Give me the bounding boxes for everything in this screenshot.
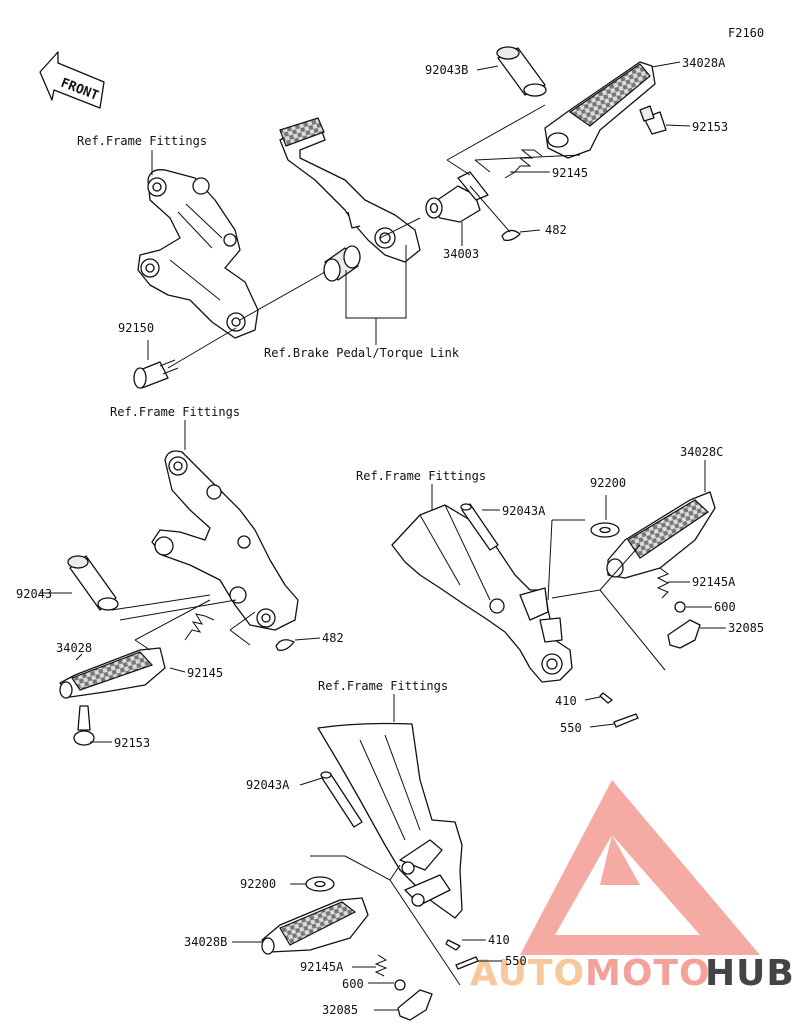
pin-92043A-right bbox=[460, 503, 499, 551]
callout-92150: 92150 bbox=[118, 321, 154, 335]
footpeg-34028 bbox=[59, 647, 166, 699]
ball-600-right bbox=[674, 601, 686, 613]
pin-92043 bbox=[67, 555, 119, 611]
callout-34003: 34003 bbox=[443, 247, 479, 261]
top-assembly: Ref.Brake Pedal/Torque Link Ref.Frame Fi… bbox=[77, 46, 728, 389]
frame-bracket-mid bbox=[151, 450, 299, 631]
callout-410-bottom: 410 bbox=[488, 933, 510, 947]
frame-bracket-top bbox=[137, 169, 259, 339]
pin-550-right bbox=[613, 713, 639, 728]
spring-92145-mid bbox=[184, 613, 215, 641]
callout-92145-top: 92145 bbox=[552, 166, 588, 180]
callout-92153-top: 92153 bbox=[692, 120, 728, 134]
callout-482-top: 482 bbox=[545, 223, 567, 237]
spring-92145-top bbox=[504, 149, 543, 179]
brake-pedal bbox=[279, 119, 421, 263]
bolt-92150 bbox=[133, 359, 179, 389]
ref-brake-pedal: Ref.Brake Pedal/Torque Link bbox=[264, 346, 460, 360]
callout-32085-bottom: 32085 bbox=[322, 1003, 358, 1017]
watermark-triangle-icon bbox=[520, 780, 760, 955]
bolt-92153-top bbox=[639, 105, 667, 135]
callout-34028: 34028 bbox=[56, 641, 92, 655]
ref-frame-fittings-1: Ref.Frame Fittings bbox=[77, 134, 207, 148]
spring-92145A-bottom bbox=[374, 954, 388, 977]
middle-right-assembly: Ref.Frame Fittings bbox=[356, 445, 764, 735]
pin-410-right bbox=[599, 692, 613, 704]
callout-34028B: 34028B bbox=[184, 935, 227, 949]
callout-92043A-bottom: 92043A bbox=[246, 778, 290, 792]
watermark-text-hub: HUB bbox=[705, 953, 795, 994]
ball-600-bottom bbox=[394, 979, 406, 991]
callout-92043: 92043 bbox=[16, 587, 52, 601]
pin-92043B bbox=[496, 46, 547, 97]
middle-left-assembly: Ref.Frame Fittings bbox=[16, 405, 344, 750]
footpeg-34028B bbox=[261, 897, 369, 955]
callout-92153-mid: 92153 bbox=[114, 736, 150, 750]
front-arrow-icon: FRONT bbox=[39, 51, 105, 109]
callout-92200-right: 92200 bbox=[590, 476, 626, 490]
watermark-text-moto: MOTO bbox=[585, 953, 711, 994]
detent-32085-right bbox=[667, 619, 701, 649]
ref-frame-fittings-2: Ref.Frame Fittings bbox=[110, 405, 240, 419]
footpeg-34028C bbox=[606, 491, 716, 579]
callout-92200-bottom: 92200 bbox=[240, 877, 276, 891]
pin-92043A-bottom bbox=[320, 771, 363, 828]
bottom-assembly: Ref.Frame Fittings bbox=[184, 679, 527, 1021]
ref-frame-fittings-3: Ref.Frame Fittings bbox=[356, 469, 486, 483]
callout-34028C: 34028C bbox=[680, 445, 723, 459]
figure-code: F2160 bbox=[728, 26, 764, 40]
callout-600-right: 600 bbox=[714, 600, 736, 614]
callout-34028A: 34028A bbox=[682, 56, 726, 70]
bolt-92153-mid bbox=[73, 705, 95, 746]
footpeg-34028A bbox=[544, 61, 656, 159]
callout-92043A-right: 92043A bbox=[502, 504, 546, 518]
callout-482-mid: 482 bbox=[322, 631, 344, 645]
callout-410-right: 410 bbox=[555, 694, 577, 708]
callout-550-right: 550 bbox=[560, 721, 582, 735]
pivot-34003 bbox=[425, 171, 489, 223]
callout-92145A-bottom: 92145A bbox=[300, 960, 344, 974]
pedal-bushing bbox=[323, 245, 361, 282]
clip-482-mid bbox=[275, 639, 295, 651]
callout-92145A-right: 92145A bbox=[692, 575, 736, 589]
pin-410-bottom bbox=[445, 939, 461, 951]
callout-92043B: 92043B bbox=[425, 63, 468, 77]
spring-92145A-right bbox=[656, 567, 670, 599]
callout-32085-right: 32085 bbox=[728, 621, 764, 635]
watermark-text-auto: AUTO bbox=[470, 953, 585, 994]
watermark-logo: AUTO MOTO HUB bbox=[470, 780, 795, 994]
detent-32085-bottom bbox=[397, 989, 433, 1021]
ref-frame-fittings-4: Ref.Frame Fittings bbox=[318, 679, 448, 693]
clip-482-top bbox=[501, 229, 521, 242]
callout-550-bottom: 550 bbox=[505, 954, 527, 968]
callout-600-bottom: 600 bbox=[342, 977, 364, 991]
callout-92145-mid: 92145 bbox=[187, 666, 223, 680]
